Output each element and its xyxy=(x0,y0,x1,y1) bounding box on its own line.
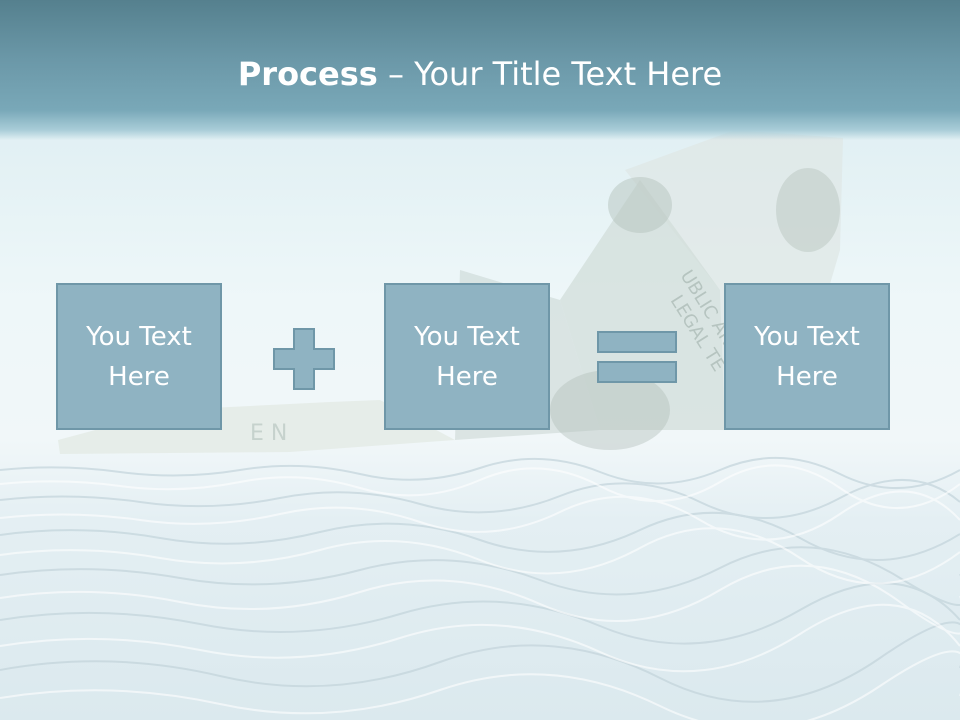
header-band xyxy=(0,0,960,140)
title-rest-part: – Your Title Text Here xyxy=(377,55,723,93)
plus-icon xyxy=(273,328,335,390)
svg-text:E N: E N xyxy=(250,421,287,446)
process-box-1-text: You Text Here xyxy=(86,321,192,392)
equals-icon xyxy=(597,331,677,383)
process-box-2[interactable]: You Text Here xyxy=(384,283,550,430)
title-bold-part: Process xyxy=(237,55,378,93)
slide-title: Process – Your Title Text Here xyxy=(0,52,960,96)
process-box-2-text: You Text Here xyxy=(414,321,520,392)
process-box-1[interactable]: You Text Here xyxy=(56,283,222,430)
process-box-3-text: You Text Here xyxy=(754,321,860,392)
water-ripples xyxy=(0,457,960,720)
process-box-3[interactable]: You Text Here xyxy=(724,283,890,430)
